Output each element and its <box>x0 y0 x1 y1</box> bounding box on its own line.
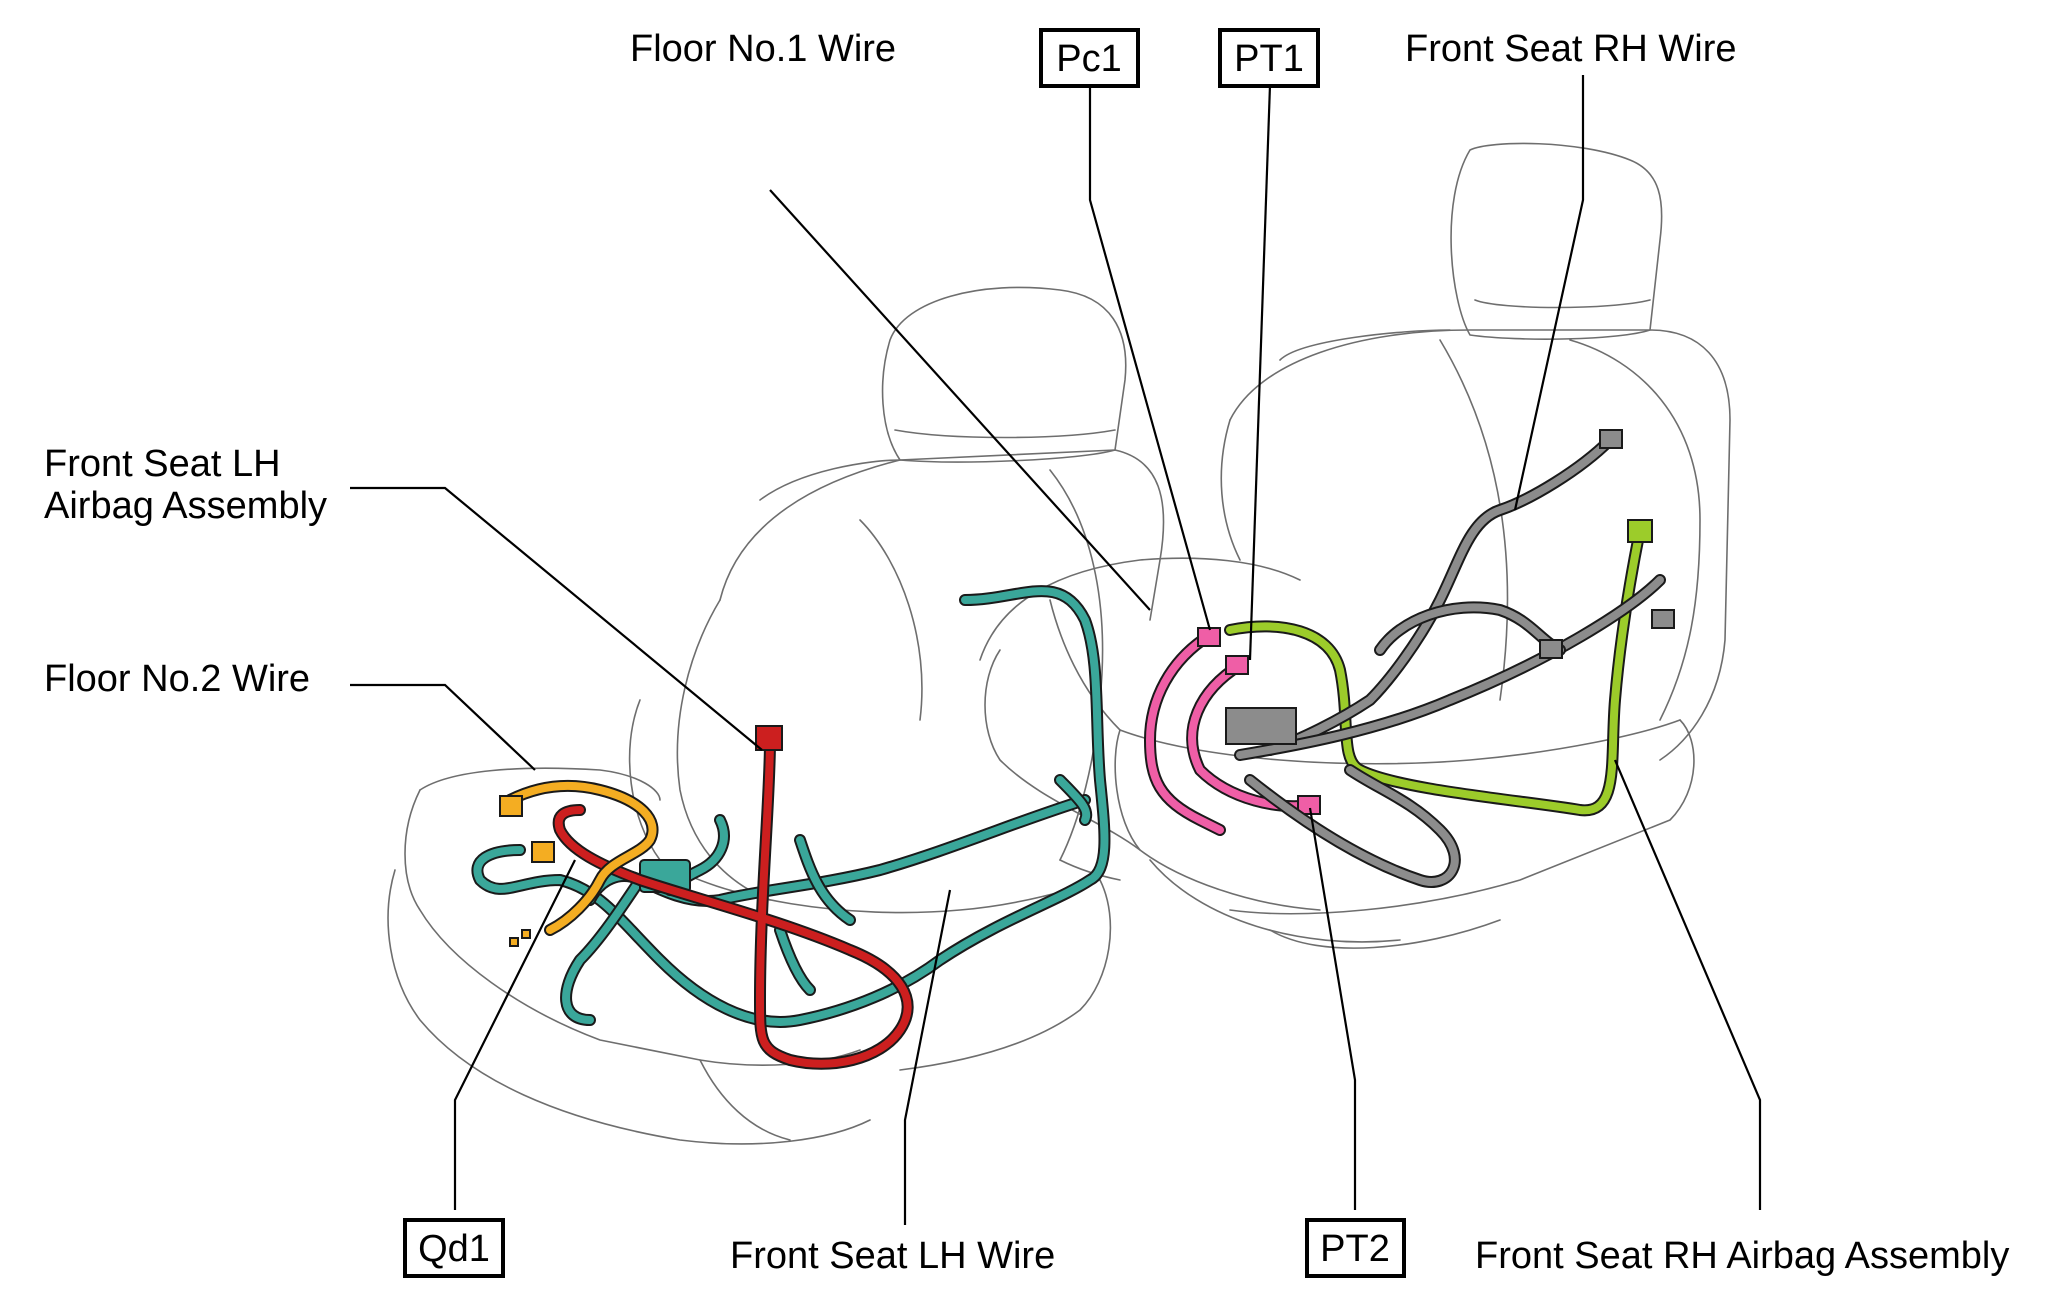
label-front-seat-lh-airbag-line1: Front Seat LH <box>44 443 281 485</box>
front-seat-rh-wire-harness <box>1225 429 1675 888</box>
leader-lines <box>350 75 1762 1225</box>
front-seat-rh-airbag-harness <box>1224 519 1653 817</box>
floor-no2-wire-harness <box>499 779 659 947</box>
connector-pc1-label: Pc1 <box>1056 38 1121 80</box>
front-seat-lh-wire-harness <box>471 585 1111 1028</box>
connector-pt2: PT2 <box>1305 1218 1406 1278</box>
label-front-seat-lh-airbag-line2: Airbag Assembly <box>44 485 327 527</box>
front-seat-lh-airbag-harness <box>552 725 914 1070</box>
connector-pt2-label: PT2 <box>1320 1228 1390 1270</box>
connector-pt1: PT1 <box>1218 28 1320 88</box>
label-floor-no1-wire: Floor No.1 Wire <box>630 28 896 70</box>
label-front-seat-rh-airbag: Front Seat RH Airbag Assembly <box>1475 1235 2009 1277</box>
connector-pt1-label: PT1 <box>1234 38 1304 80</box>
connector-pc1: Pc1 <box>1039 28 1140 88</box>
lh-seat-outline <box>387 286 1165 1145</box>
label-front-seat-rh-wire: Front Seat RH Wire <box>1405 28 1737 70</box>
connector-qd1-label: Qd1 <box>418 1228 490 1270</box>
connector-qd1: Qd1 <box>403 1218 505 1278</box>
label-front-seat-lh-wire: Front Seat LH Wire <box>730 1235 1055 1277</box>
label-floor-no2-wire: Floor No.2 Wire <box>44 658 310 700</box>
